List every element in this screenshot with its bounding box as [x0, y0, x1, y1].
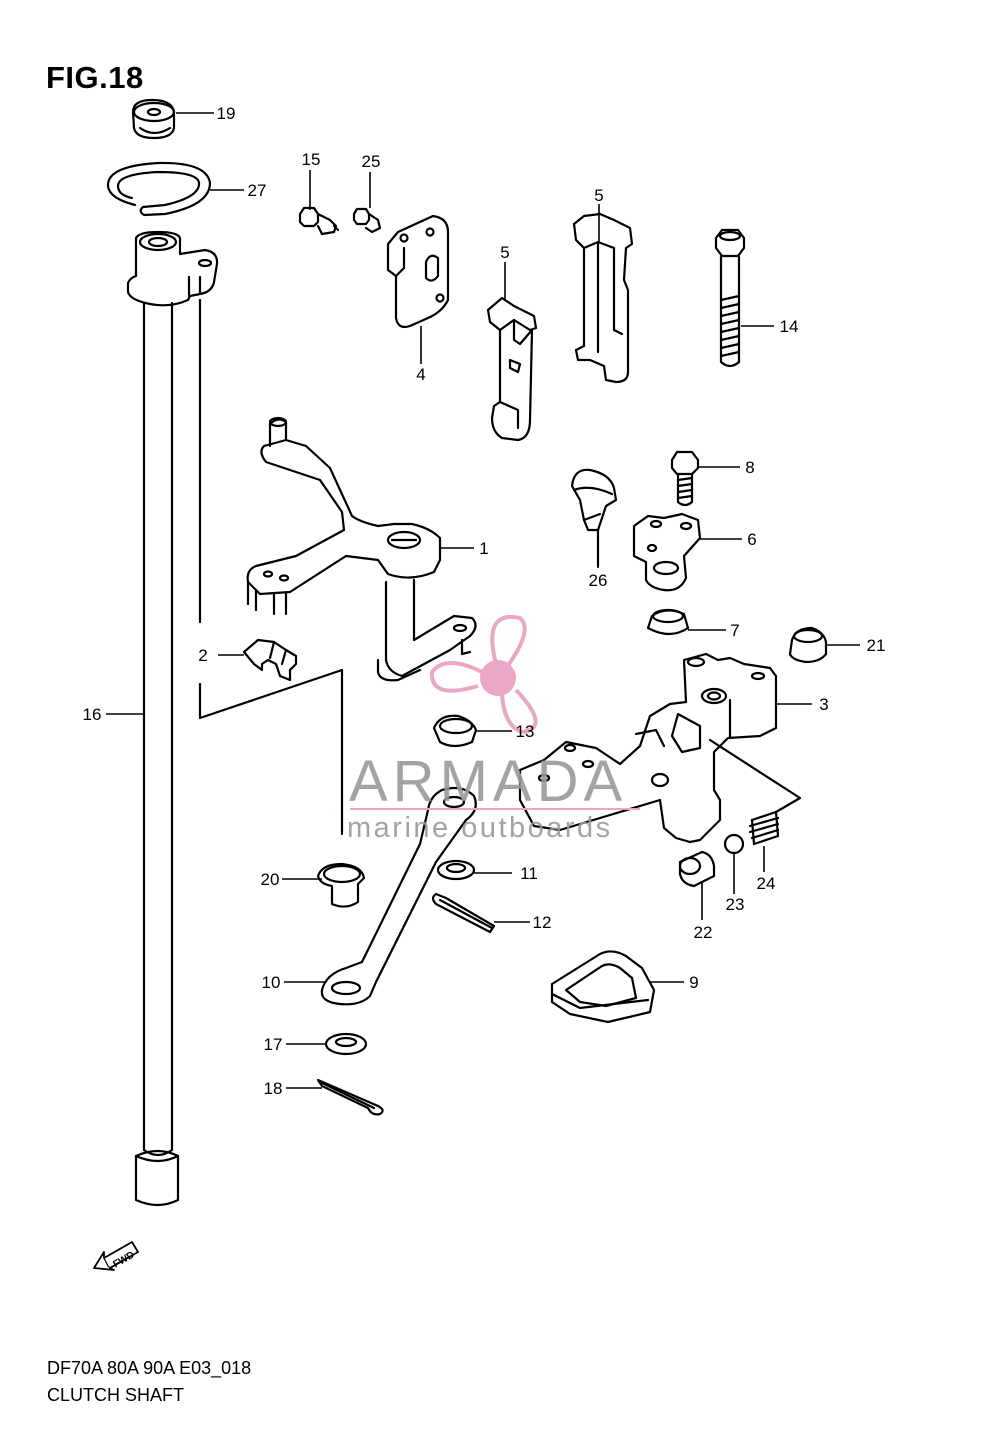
callout-14: 14 [780, 317, 799, 336]
part-15-bolt [298, 206, 340, 236]
part-3-bracket [518, 652, 802, 844]
callout-25: 25 [362, 152, 381, 171]
watermark-tagline: marine outboards [347, 812, 613, 844]
part-10-link-rod [320, 786, 477, 1006]
callout-10: 10 [262, 973, 281, 992]
callout-5a: 5 [500, 243, 509, 262]
callout-17: 17 [264, 1035, 283, 1054]
callout-12: 12 [533, 913, 552, 932]
callout-13: 13 [516, 722, 535, 741]
part-9-seal [550, 950, 656, 1024]
callout-8: 8 [745, 458, 754, 477]
callout-16: 16 [83, 705, 102, 724]
part-5-bracket-left [486, 296, 538, 442]
callout-19: 19 [217, 104, 236, 123]
part-1-lever [246, 416, 477, 682]
part-19-plug [131, 98, 176, 140]
part-8-bolt [670, 450, 700, 507]
part-13-bushing [432, 714, 478, 748]
callout-27: 27 [248, 181, 267, 200]
diagram-caption: CLUTCH SHAFT [47, 1385, 185, 1405]
callout-4: 4 [416, 365, 425, 384]
callout-21: 21 [867, 636, 886, 655]
part-14-bolt [714, 228, 746, 368]
part-17-washer [324, 1032, 368, 1056]
callout-7: 7 [730, 621, 739, 640]
callout-20: 20 [261, 870, 280, 889]
leader-bracket [198, 668, 344, 836]
callout-3: 3 [819, 695, 828, 714]
callout-1: 1 [479, 539, 488, 558]
callout-15: 15 [302, 150, 321, 169]
part-12-cotter-pin [431, 892, 496, 934]
part-27-circlip [106, 161, 212, 217]
part-6-bracket [632, 512, 702, 592]
fwd-arrow-icon: FWD [93, 1241, 139, 1271]
callout-9: 9 [689, 973, 698, 992]
part-5-bracket-right [572, 212, 634, 384]
callout-2: 2 [198, 646, 207, 665]
callout-6: 6 [747, 530, 756, 549]
part-18-cotter-pin [316, 1078, 384, 1116]
figure-title: FIG.18 [46, 60, 144, 95]
part-23-ball [723, 833, 745, 855]
watermark-divider [350, 808, 640, 810]
callout-23: 23 [726, 895, 745, 914]
callout-18: 18 [264, 1079, 283, 1098]
callout-22: 22 [694, 923, 713, 942]
part-4-plate [386, 214, 450, 329]
callout-5b: 5 [594, 186, 603, 205]
part-2-clip [242, 638, 298, 682]
callout-11: 11 [520, 864, 538, 883]
part-11-washer [436, 859, 476, 881]
callout-24: 24 [757, 874, 776, 893]
part-24-spring [748, 810, 780, 846]
part-22-sleeve [678, 850, 716, 888]
part-16-clutch-shaft [126, 230, 219, 1207]
watermark-brand: ARMADA [349, 749, 628, 814]
diagram-code: DF70A 80A 90A E03_018 [47, 1358, 252, 1378]
part-21-plug [788, 626, 828, 664]
part-26-clip [570, 468, 618, 568]
part-25-bolt [352, 207, 382, 234]
watermark-propeller-icon [429, 614, 538, 735]
part-20-bushing [316, 862, 366, 908]
part-7-bushing [646, 608, 690, 636]
callout-26: 26 [589, 571, 608, 590]
